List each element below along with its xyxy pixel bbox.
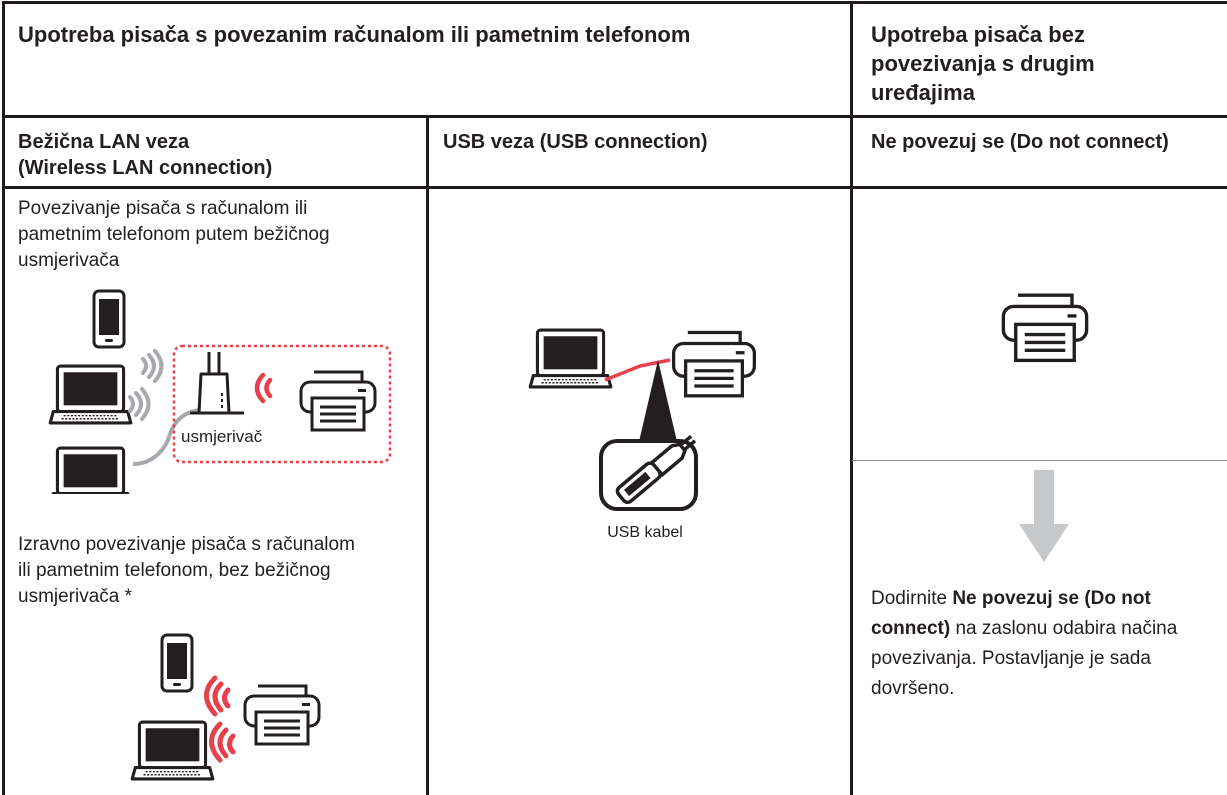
standalone-title-line: uređajima <box>871 80 975 105</box>
laptop-icon <box>530 330 611 387</box>
text-line: usmjerivača <box>18 250 120 271</box>
usb-column-header: USB veza (USB connection) <box>443 129 843 155</box>
none-printer-illustration <box>1000 288 1090 363</box>
printer-icon <box>674 333 755 396</box>
header-divider <box>2 115 1227 118</box>
none-column-divider <box>852 460 1227 461</box>
router-label: usmjerivač <box>181 427 263 446</box>
usb-cable-label: USB kabel <box>607 524 683 541</box>
text-line: ili pametnim telefonom, bez bežičnog <box>18 560 331 581</box>
connected-usage-header: Upotreba pisača s povezanim računalom il… <box>18 20 838 49</box>
wifi-signal-icon <box>254 372 273 404</box>
text-line: usmjerivača * <box>18 586 133 607</box>
printer-icon <box>245 686 319 744</box>
laptop-icon <box>50 366 131 423</box>
laptop-icon <box>50 448 131 494</box>
none-column-header: Ne povezuj se (Do not connect) <box>871 129 1227 155</box>
subheader-divider <box>2 186 1227 189</box>
table-border-left <box>2 1 5 795</box>
wireless-label: Bežična LAN veza <box>18 131 190 153</box>
text-line: Izravno povezivanje pisača s računalom <box>18 534 355 555</box>
wireless-column-header: Bežična LAN veza (Wireless LAN connectio… <box>18 129 418 181</box>
usb-b-plug-icon <box>599 434 698 511</box>
standalone-title-line: Upotreba pisača bez <box>871 22 1085 47</box>
wireless-label-en: (Wireless LAN connection) <box>18 157 273 179</box>
laptop-icon <box>132 722 213 779</box>
wifi-signal-icon <box>128 349 164 421</box>
table-border-top <box>2 1 1227 4</box>
column-divider-1 <box>426 117 429 795</box>
none-label: Ne povezuj se (Do not connect) <box>871 131 1169 153</box>
smartphone-icon <box>94 291 124 347</box>
router-connection-illustration: usmjerivač <box>18 284 392 494</box>
none-instruction-text: Dodirnite Ne povezuj se (Do not connect)… <box>871 584 1216 704</box>
connected-usage-title: Upotreba pisača s povezanim računalom il… <box>18 22 691 47</box>
usb-label: USB veza (USB connection) <box>443 131 708 153</box>
cable-icon <box>132 408 201 466</box>
column-divider-2 <box>850 1 853 795</box>
wifi-signal-icon <box>204 675 236 763</box>
text-line: pametnim telefonom putem bežičnog <box>18 224 330 245</box>
text-line: Povezivanje pisača s računalom ili <box>18 198 308 219</box>
callout-pointer <box>638 360 678 446</box>
instruction-emphasis: Ne povezuj se (Do not connect) <box>871 588 1151 639</box>
router-icon <box>190 352 244 415</box>
instruction-prefix: Dodirnite <box>871 588 953 609</box>
direct-connection-illustration <box>120 628 360 795</box>
standalone-title-line: povezivanja s drugim <box>871 51 1095 76</box>
smartphone-icon <box>162 635 192 691</box>
down-arrow-icon <box>1019 470 1069 562</box>
instruction-suffix: na zaslonu odabira načina povezivanja. P… <box>871 618 1178 699</box>
usb-cable-icon <box>604 358 671 382</box>
printer-icon <box>301 372 375 430</box>
wireless-direct-description: Izravno povezivanje pisača s računalom i… <box>18 532 423 610</box>
standalone-usage-header: Upotreba pisača bez povezivanja s drugim… <box>871 20 1221 107</box>
usb-connection-illustration <box>520 318 770 511</box>
wireless-router-description: Povezivanje pisača s računalom ili pamet… <box>18 196 423 274</box>
